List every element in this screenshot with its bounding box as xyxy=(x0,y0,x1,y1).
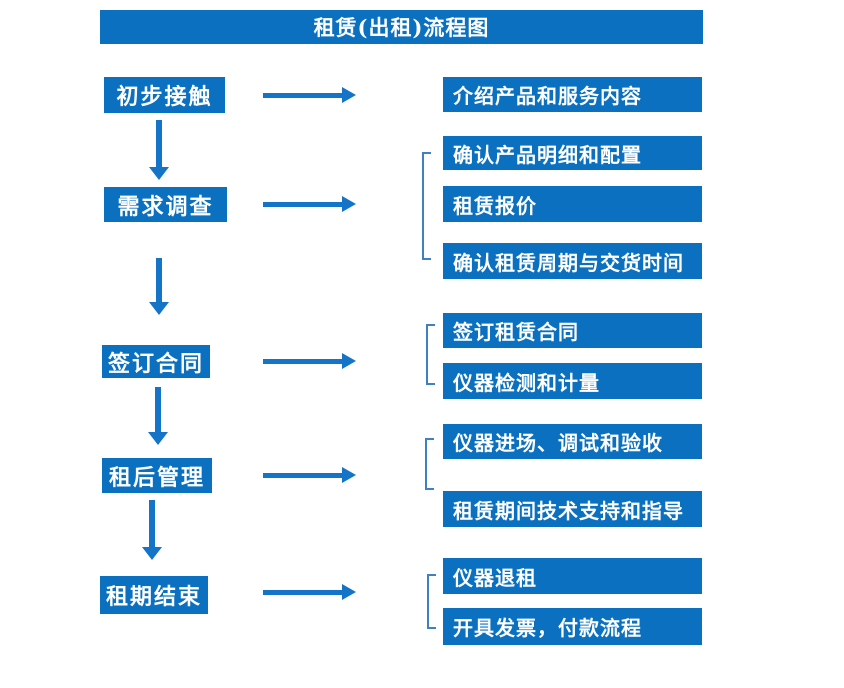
step-box-demand-survey: 需求调查 xyxy=(104,187,227,222)
arrow-shaft xyxy=(149,500,155,547)
output-box-instrument-return: 仪器退租 xyxy=(443,558,702,594)
bracket-group-sign-contract xyxy=(426,324,435,385)
output-box-rental-quote: 租赁报价 xyxy=(443,186,702,222)
bracket-group-rent-end xyxy=(427,574,436,629)
flowchart-title: 租赁(出租)流程图 xyxy=(100,10,703,44)
output-box-tech-support: 租赁期间技术支持和指导 xyxy=(443,491,702,527)
step-box-rent-end: 租期结束 xyxy=(100,576,208,614)
arrow-head-icon xyxy=(342,584,356,600)
down-arrow-3 xyxy=(148,387,168,445)
output-box-introduce-products: 介绍产品和服务内容 xyxy=(443,77,702,112)
output-box-invoice-payment: 开具发票，付款流程 xyxy=(443,608,702,645)
down-arrow-1 xyxy=(149,120,169,180)
arrow-head-icon xyxy=(142,547,162,560)
right-arrow-1 xyxy=(263,87,356,103)
arrow-head-icon xyxy=(342,87,356,103)
arrow-head-icon xyxy=(342,196,356,212)
output-box-confirm-details: 确认产品明细和配置 xyxy=(443,136,702,170)
arrow-head-icon xyxy=(342,467,356,483)
arrow-shaft xyxy=(263,589,342,595)
right-arrow-2 xyxy=(263,196,356,212)
arrow-head-icon xyxy=(149,302,169,315)
arrow-head-icon xyxy=(148,432,168,445)
right-arrow-4 xyxy=(263,467,356,483)
step-box-post-rent-manage: 租后管理 xyxy=(102,458,212,493)
output-box-confirm-period: 确认租赁周期与交货时间 xyxy=(443,243,702,279)
down-arrow-2 xyxy=(149,258,169,315)
output-box-instrument-testing: 仪器检测和计量 xyxy=(443,363,702,399)
arrow-shaft xyxy=(156,258,162,302)
arrow-shaft xyxy=(156,120,162,167)
arrow-head-icon xyxy=(149,167,169,180)
arrow-head-icon xyxy=(342,353,356,369)
output-box-sign-rental-contract: 签订租赁合同 xyxy=(443,313,702,348)
arrow-shaft xyxy=(263,472,342,478)
arrow-shaft xyxy=(263,201,342,207)
arrow-shaft xyxy=(155,387,161,432)
output-box-instrument-entry: 仪器进场、调试和验收 xyxy=(443,424,702,459)
down-arrow-4 xyxy=(142,500,162,560)
arrow-shaft xyxy=(263,92,342,98)
bracket-group-demand-survey xyxy=(422,152,431,260)
step-box-sign-contract: 签订合同 xyxy=(102,345,210,378)
bracket-group-post-rent-manage xyxy=(425,438,434,490)
right-arrow-3 xyxy=(263,353,356,369)
arrow-shaft xyxy=(263,358,342,364)
step-box-initial-contact: 初步接触 xyxy=(104,77,225,113)
right-arrow-5 xyxy=(263,584,356,600)
